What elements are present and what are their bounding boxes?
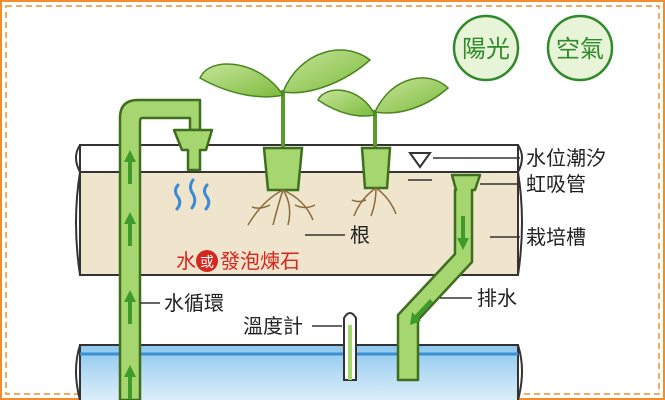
badge-circle <box>452 14 520 82</box>
badge-sunlight-text: 陽光 <box>462 35 510 63</box>
plant-pot-left <box>262 146 304 192</box>
arrow-down <box>457 216 469 250</box>
label-drain: 排水 <box>477 286 517 310</box>
roots-left <box>247 189 316 226</box>
arrow-up <box>124 290 136 324</box>
pump-pipe <box>118 98 214 400</box>
leader-lines <box>140 157 520 327</box>
label-water-level-tide: 水位潮汐 <box>526 146 606 170</box>
arrow-up <box>124 212 136 246</box>
badge-air-text: 空氣 <box>556 35 604 63</box>
leaf-icon <box>373 77 450 114</box>
label-thermometer: 溫度計 <box>243 314 303 338</box>
badge-air: 空氣 <box>546 14 614 82</box>
up-arrows <box>124 150 136 399</box>
water-level-triangle <box>408 152 432 169</box>
leaf-icon <box>317 89 377 117</box>
plant-left <box>199 49 372 226</box>
roots-right <box>351 187 397 217</box>
siphon-pipe <box>396 173 482 382</box>
arrow-up <box>124 365 136 399</box>
arrow-down <box>410 299 433 325</box>
label-water-cycle: 水循環 <box>164 291 224 315</box>
label-root: 根 <box>350 223 370 247</box>
water-drop-icon <box>174 183 182 211</box>
fish-tank <box>75 344 523 400</box>
label-siphon: 虹吸管 <box>526 172 586 196</box>
water-drop-icon <box>189 178 197 210</box>
badge-circle <box>546 14 614 82</box>
leaf-icon <box>281 49 372 94</box>
siphon-pipe-body <box>396 173 482 382</box>
plant-pot-right <box>360 146 392 190</box>
grow-bed-left-break <box>75 144 82 276</box>
water-level-symbol <box>400 152 440 181</box>
badge-sunlight: 陽光 <box>452 14 520 82</box>
fish-tank-right-break <box>517 344 523 400</box>
label-grow-bed: 栽培槽 <box>526 225 586 249</box>
water-drop-icon <box>203 183 211 211</box>
plant-right <box>317 77 450 217</box>
or-badge-circle <box>196 250 218 272</box>
leaf-icon <box>199 63 285 98</box>
arrow-up <box>124 150 136 184</box>
or-badge-text: 或 <box>200 255 214 271</box>
label-water: 水 <box>176 249 196 273</box>
media-label: 水 或 發泡煉石 <box>176 249 300 273</box>
label-clay-pebbles: 發泡煉石 <box>220 249 300 273</box>
water-drops <box>174 178 211 211</box>
grow-bed-right-break <box>516 144 523 276</box>
thermometer <box>343 312 357 381</box>
pipe-nozzle <box>172 128 214 172</box>
down-arrows <box>410 216 469 325</box>
fish-tank-left-break <box>75 344 81 400</box>
